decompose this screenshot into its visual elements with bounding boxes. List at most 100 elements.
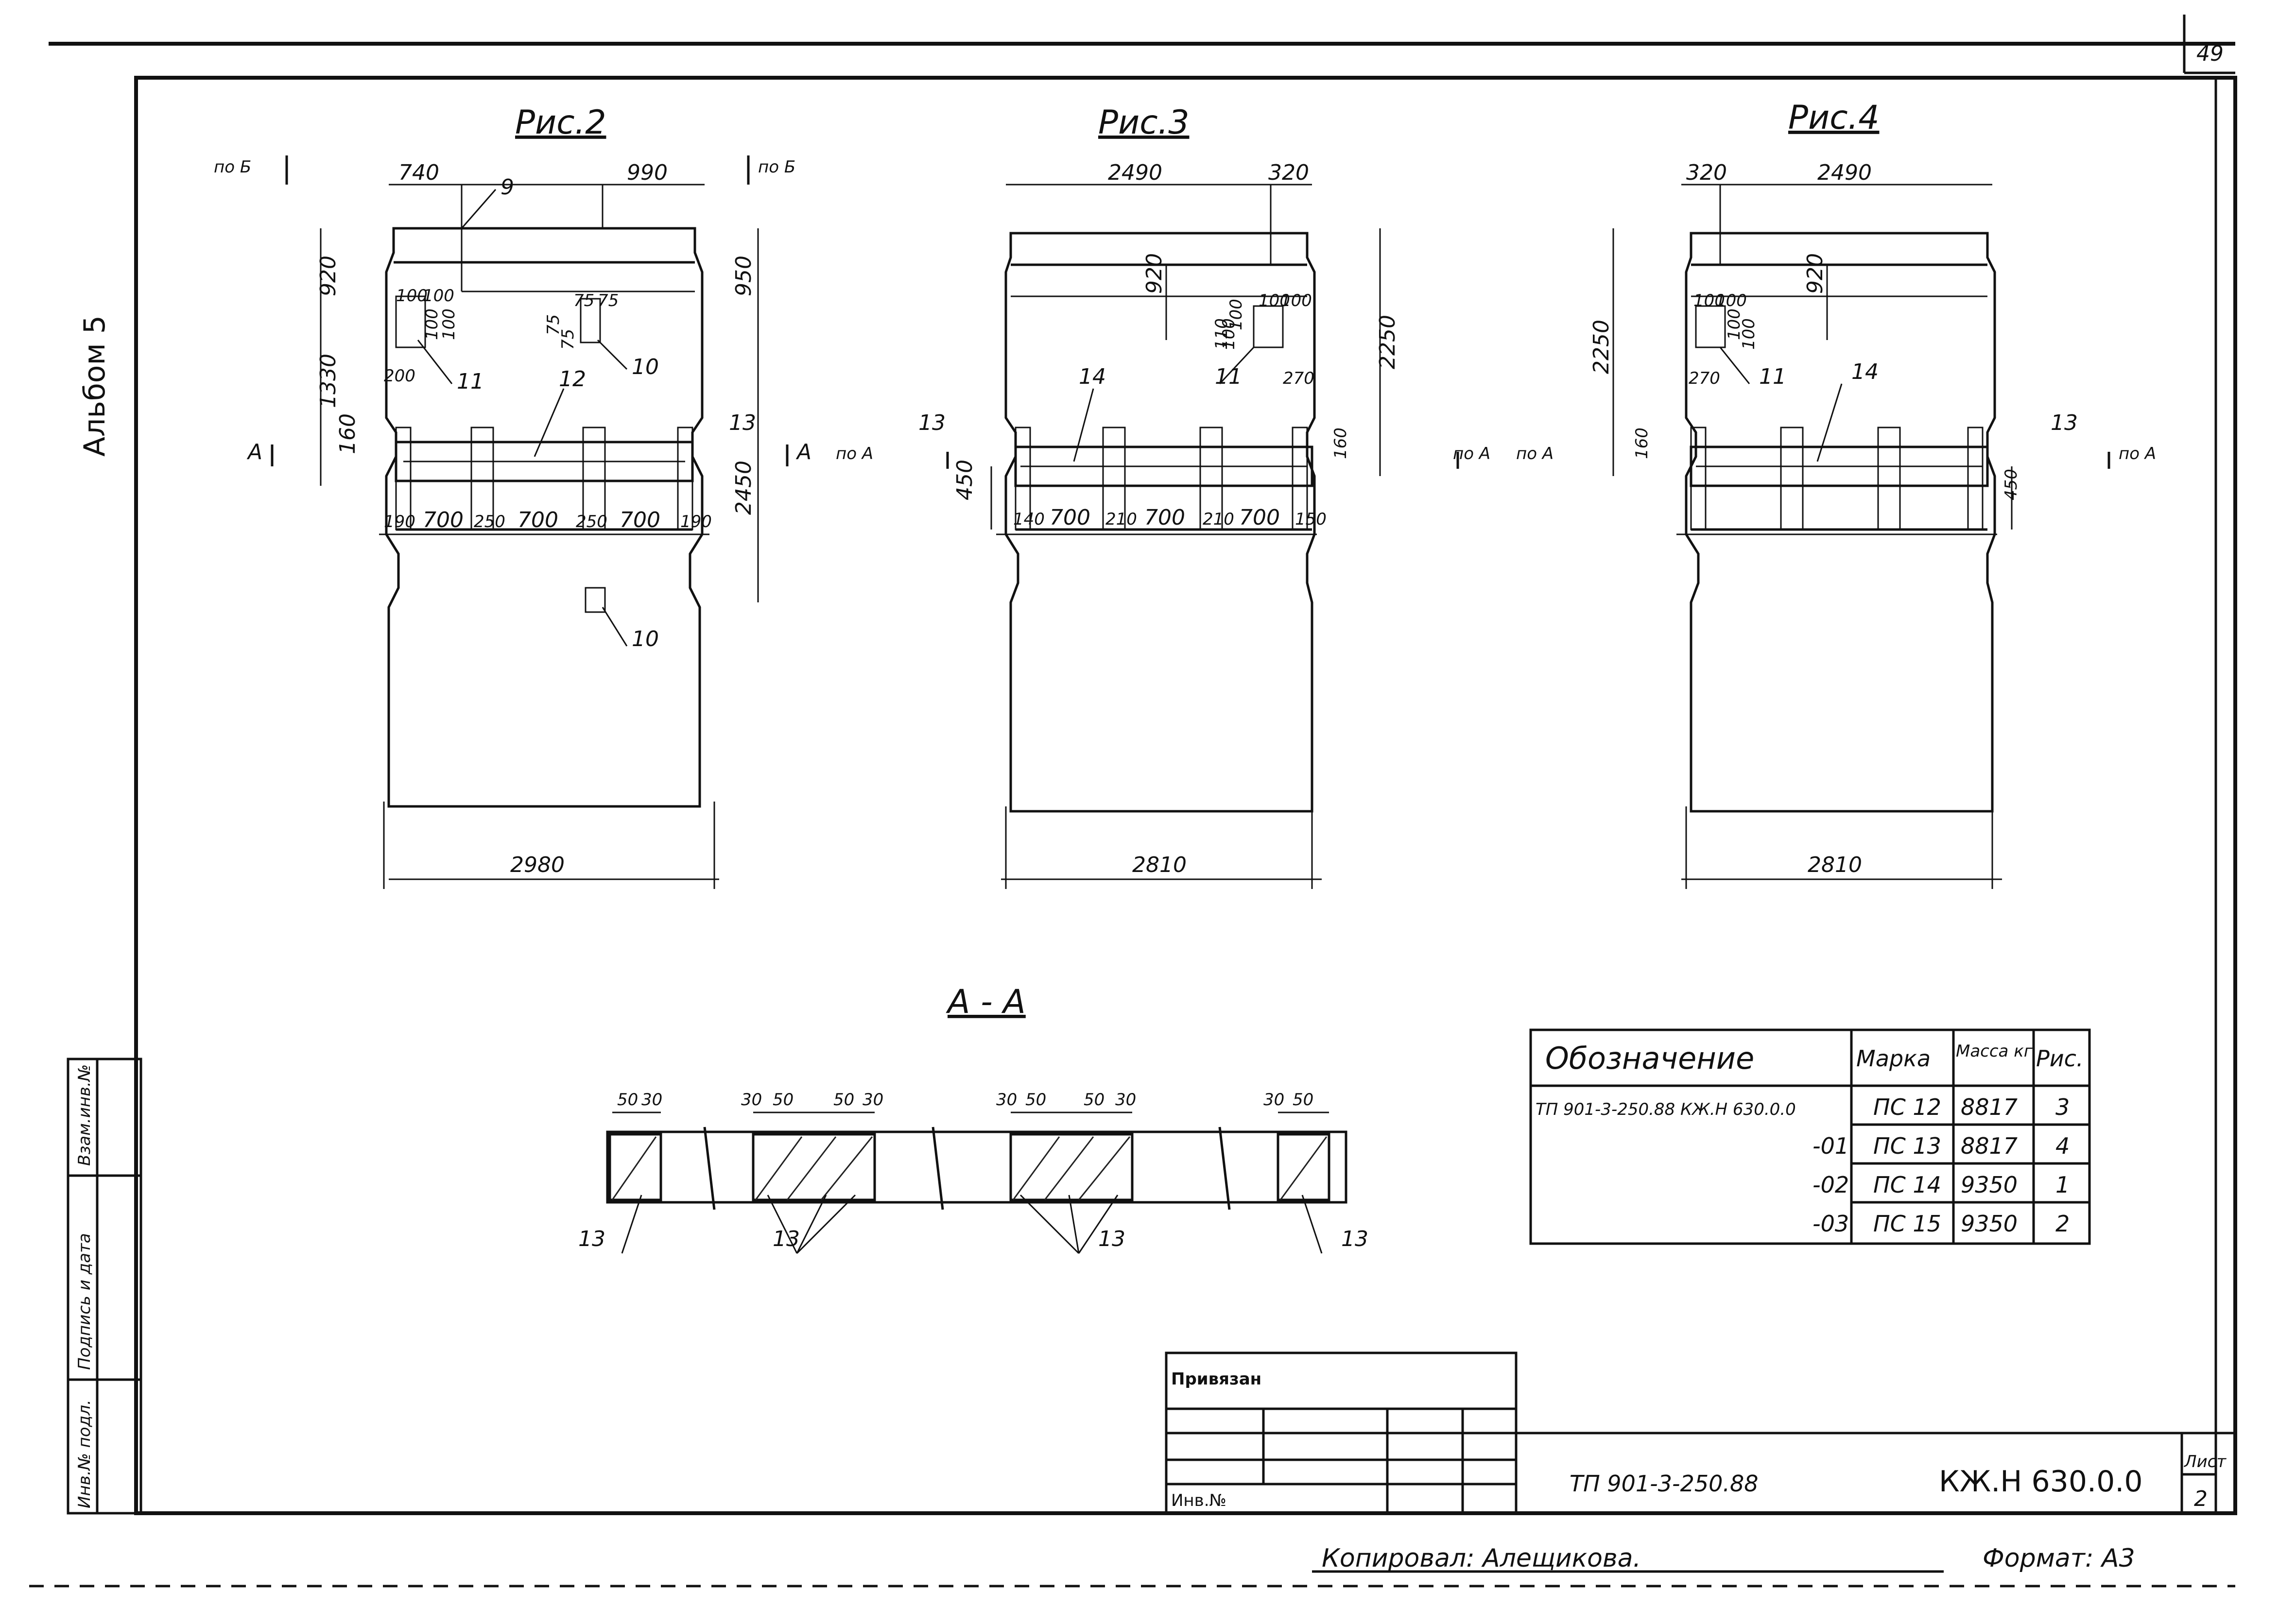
fig4-dim-left-2: 160 xyxy=(1632,427,1652,459)
spec-row1-mark: ПС 12 xyxy=(1873,1094,1941,1120)
section-dim-12: 50 xyxy=(1293,1090,1313,1110)
spec-header-mark: Марка xyxy=(1856,1045,1931,1072)
stamp-bound-label: Привязан xyxy=(1171,1369,1261,1389)
stamp-project-code: ТП 901-3-250.88 xyxy=(1570,1470,1759,1497)
fig4-title: Рис.4 xyxy=(1788,99,1879,137)
section-dim-4: 50 xyxy=(773,1090,794,1110)
fig2-small-dim-9: 200 xyxy=(384,366,415,386)
fig4-small-dim-5: 270 xyxy=(1689,369,1720,388)
fig2-callout-10b: 10 xyxy=(632,627,659,651)
fig2-small-dim-4: 100 xyxy=(439,308,459,340)
spec-header-designation: Обозначение xyxy=(1545,1041,1754,1076)
fig3-small-dim-6: 270 xyxy=(1283,369,1314,388)
fig3-small-dim-2: 100 xyxy=(1280,291,1312,310)
fig2-callout-12: 12 xyxy=(559,367,586,392)
sheet-frame xyxy=(29,15,2237,1588)
spec-row4-mass: 9350 xyxy=(1961,1211,2018,1237)
fig4-dim-top-2: 2490 xyxy=(1817,160,1872,185)
fig3-dim-right-2: 160 xyxy=(1331,427,1350,459)
section-dim-2: 30 xyxy=(641,1090,662,1110)
fig4-dim-inner: 920 xyxy=(1803,253,1828,294)
fig2-dim-bottom-1: 190 xyxy=(384,512,415,531)
fig3-dim-bottom-4: 700 xyxy=(1144,505,1185,530)
spec-row2-mass: 8817 xyxy=(1961,1133,2018,1159)
fig2-callout-10: 10 xyxy=(632,355,659,379)
stamp-sheet-number: 2 xyxy=(2194,1486,2208,1511)
stamp-drawing-code: КЖ.Н 630.0.0 xyxy=(1939,1465,2143,1499)
page-number: 49 xyxy=(2196,41,2224,66)
fig2-callout-13: 13 xyxy=(729,410,756,435)
fig3-dim-bottom-7: 150 xyxy=(1295,510,1327,529)
stamp-inv-label: Инв.№ xyxy=(1171,1491,1226,1510)
fig3-width: 2810 xyxy=(1132,853,1187,877)
fig2-small-dim-6: 75 xyxy=(598,291,619,310)
fig2-small-dim-8: 75 xyxy=(558,329,578,350)
section-dim-9: 50 xyxy=(1084,1090,1105,1110)
fig3-drawing: Рис.3 xyxy=(946,103,1381,889)
fig2-small-dim-2: 100 xyxy=(423,286,454,306)
fig3-section-a: по А xyxy=(836,444,873,463)
side-stamp-box xyxy=(67,1058,142,1515)
fig4-callout-14: 14 xyxy=(1851,359,1879,384)
spec-row4-fig: 2 xyxy=(2055,1211,2070,1237)
fig4-small-dim-2: 100 xyxy=(1715,291,1747,310)
fig2-small-dim-5: 75 xyxy=(573,291,594,310)
spec-row2-designation: -01 xyxy=(1813,1133,1849,1159)
spec-row4-mark: ПС 15 xyxy=(1873,1211,1941,1237)
section-dim-1: 50 xyxy=(617,1090,638,1110)
fig4-section-a-left: по А xyxy=(1453,444,1490,463)
album-label: Альбом 5 xyxy=(78,315,112,457)
fig4-callout-13: 13 xyxy=(2051,410,2078,435)
spec-row3-mark: ПС 14 xyxy=(1873,1172,1941,1198)
fig3-small-dim-5: 110 xyxy=(1212,318,1231,350)
fig3-callout-13: 13 xyxy=(918,410,946,435)
spec-row2-fig: 4 xyxy=(2055,1133,2070,1159)
section-callout-2: 13 xyxy=(773,1227,800,1251)
fig4-width: 2810 xyxy=(1808,853,1862,877)
fig3-dim-bottom-1: 140 xyxy=(1013,510,1045,529)
fig3-title: Рис.3 xyxy=(1098,103,1189,142)
spec-row3-fig: 1 xyxy=(2055,1172,2070,1198)
fig2-section-b-right: по Б xyxy=(758,157,795,177)
section-dim-11: 30 xyxy=(1263,1090,1284,1110)
section-callout-3: 13 xyxy=(1098,1227,1125,1251)
fig3-small-dim-4: 100 xyxy=(1219,318,1239,350)
fig2-dim-bottom-7: 190 xyxy=(680,512,712,531)
fig2-dim-bottom-6: 700 xyxy=(620,508,660,532)
spec-header-mass: Масса кг xyxy=(1956,1042,2033,1061)
fig4-section-a-right: по А xyxy=(2119,444,2156,463)
fig2-dim-top-1: 740 xyxy=(398,160,439,185)
fig3-dim-right-1: 2250 xyxy=(1375,315,1400,369)
side-stamp-replace: Взам.инв.№ xyxy=(75,1064,94,1166)
section-dim-5: 50 xyxy=(833,1090,854,1110)
section-dim-8: 50 xyxy=(1025,1090,1046,1110)
spec-row2-mark: ПС 13 xyxy=(1873,1133,1941,1159)
fig2-small-dim-7: 75 xyxy=(544,314,563,335)
fig2-callout-9: 9 xyxy=(501,175,514,200)
fig2-dim-top-2: 990 xyxy=(627,160,668,185)
fig2-dim-bottom-2: 700 xyxy=(423,508,464,532)
fig2-title: Рис.2 xyxy=(515,103,606,142)
fig2-dim-left-3: 160 xyxy=(335,413,360,454)
fig2-section-a-left: А xyxy=(246,440,262,464)
fig3-small-dim-3: 100 xyxy=(1226,299,1246,330)
section-dim-3: 30 xyxy=(741,1090,762,1110)
spec-row1-designation: ТП 901-3-250.88 КЖ.Н 630.0.0 xyxy=(1536,1100,1796,1119)
section-dim-7: 30 xyxy=(996,1090,1017,1110)
section-dim-10: 30 xyxy=(1115,1090,1136,1110)
fig3-dim-bottom-6: 700 xyxy=(1239,505,1280,530)
title-stamp xyxy=(1165,1351,2235,1515)
fig3-dim-bottom-3: 210 xyxy=(1105,510,1137,529)
fig4-small-dim-4: 100 xyxy=(1739,318,1759,350)
fig3-dim-inner: 920 xyxy=(1142,253,1167,294)
fig4-dim-left-1: 2250 xyxy=(1589,320,1614,374)
spec-row3-mass: 9350 xyxy=(1961,1172,2018,1198)
spec-header-fig: Рис. xyxy=(2036,1045,2084,1072)
fig3-small-dim-1: 100 xyxy=(1259,291,1290,310)
fig2-section-b-left: по Б xyxy=(214,157,251,177)
fig2-dim-bottom-5: 250 xyxy=(576,512,607,531)
fig2-dim-right-1: 950 xyxy=(731,256,756,296)
fig2-callout-11: 11 xyxy=(457,369,484,394)
fig2-small-dim-1: 100 xyxy=(396,286,428,306)
